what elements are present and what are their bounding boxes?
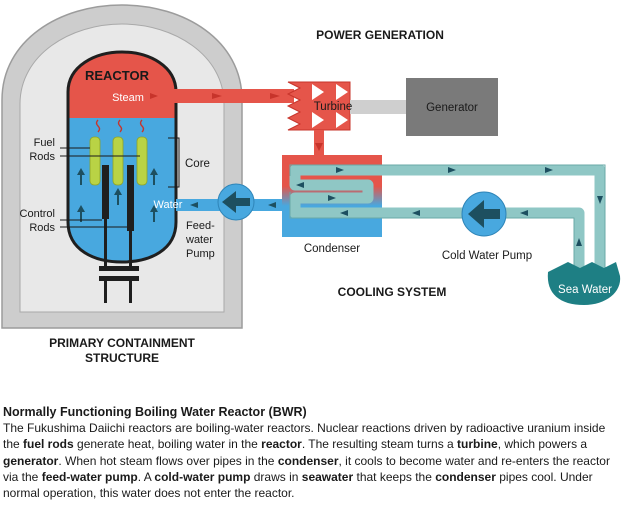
containment-label-line2: STRUCTURE: [85, 351, 159, 365]
sea-water-label: Sea Water: [558, 284, 612, 296]
core-label: Core: [185, 158, 210, 170]
turbine-blades: [312, 84, 348, 128]
caption-text: . When hot steam flows over pipes in the: [58, 453, 278, 468]
reactor-vessel-steam: [68, 52, 176, 118]
power-generation-label: POWER GENERATION: [316, 28, 444, 42]
caption-title: Normally Functioning Boiling Water React…: [3, 405, 307, 419]
sea-water: [547, 262, 621, 305]
cooling-loop: [289, 164, 606, 278]
caption-keyword: generator: [3, 453, 59, 468]
containment-label-line1: PRIMARY CONTAINMENT: [49, 336, 195, 350]
turbine-label: Turbine: [314, 101, 353, 113]
control-rods-label-line2: Rods: [29, 222, 55, 234]
convection-arrows: [77, 168, 158, 222]
caption-keyword: feed-water pump: [41, 469, 138, 484]
caption-keyword: seawater: [301, 469, 354, 484]
callout-lines: [60, 137, 180, 228]
caption-text: , it cools to become water and re-enters…: [3, 453, 610, 484]
feed-water-arrows: [190, 202, 276, 208]
turbine-shaft: [350, 100, 408, 114]
caption-keyword: condenser: [277, 453, 339, 468]
caption-keyword: condenser: [435, 469, 496, 484]
bwr-diagram: POWER GENERATION REACTOR Steam Turbine G…: [1, 4, 621, 365]
reactor-vessel-wall: [66, 50, 178, 264]
cooling-system-label: COOLING SYSTEM: [338, 285, 447, 299]
feed-water-pump-arrow: [222, 191, 250, 213]
caption: Normally Functioning Boiling Water React…: [3, 404, 621, 501]
generator-label: Generator: [426, 102, 478, 114]
steam-label: Steam: [112, 92, 144, 104]
steam-pipe: [160, 89, 294, 103]
cold-water-pump-arrow: [468, 200, 500, 228]
caption-keyword: turbine: [457, 437, 498, 452]
heat-squiggles: [95, 119, 145, 133]
steam-arrows: [150, 93, 280, 99]
feed-water-pump-label-line3: Pump: [186, 248, 215, 260]
caption-text: The Fukushima Daiichi reactors are boili…: [3, 421, 606, 452]
fuel-rods: [89, 136, 148, 186]
fuel-rods-label-line1: Fuel: [34, 137, 55, 149]
cooling-arrows: [296, 167, 603, 246]
caption-keyword: fuel rods: [23, 437, 74, 452]
control-rods-label-line1: Control: [20, 208, 55, 220]
caption-text: , which powers a: [497, 437, 588, 452]
caption-keyword: reactor: [261, 437, 302, 452]
generator-box: [406, 78, 498, 136]
cooling-loop-edge: [289, 164, 606, 278]
caption-text: draws in: [250, 469, 302, 484]
fuel-rods-label-line2: Rods: [29, 151, 55, 163]
turbine: [286, 81, 351, 131]
caption-text: . The resulting steam turns a: [301, 437, 458, 452]
caption-text: . A: [137, 469, 155, 484]
caption-text: that keeps the: [353, 469, 436, 484]
cold-water-pump-label: Cold Water Pump: [442, 250, 532, 262]
caption-keyword: cold-water pump: [154, 469, 251, 484]
caption-text: pipes cool. Under normal operation, this…: [3, 469, 593, 501]
caption-text: generate heat, boiling water in the: [73, 437, 262, 452]
feed-water-pump-label-line2: water: [185, 234, 213, 246]
reactor-label: REACTOR: [85, 68, 150, 83]
turbine-down-arrow: [315, 143, 323, 151]
caption-body: The Fukushima Daiichi reactors are boili…: [3, 421, 610, 500]
condenser-label: Condenser: [304, 243, 360, 255]
water-label: Water: [154, 199, 183, 211]
feed-water-pump-label-line1: Feed-: [186, 220, 215, 232]
control-rods: [99, 165, 139, 303]
